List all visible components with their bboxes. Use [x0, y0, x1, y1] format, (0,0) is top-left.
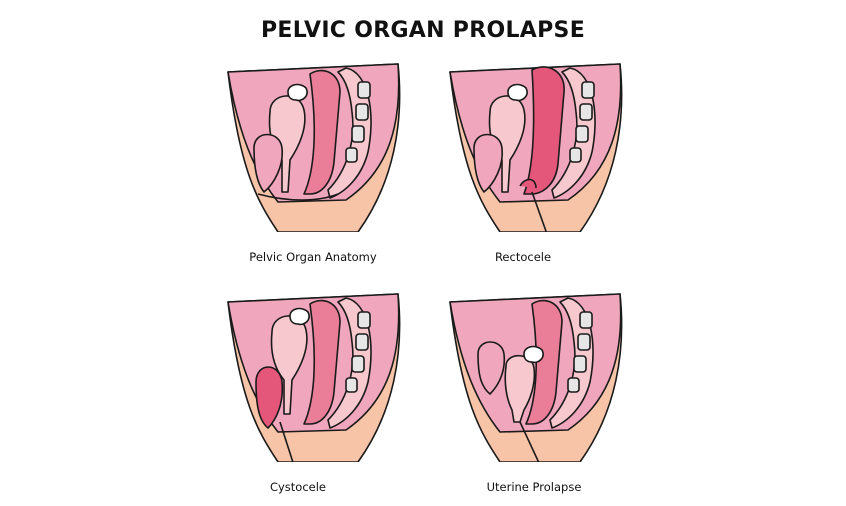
- pointer-line: [519, 421, 540, 462]
- diagram-panel-cystocele: [218, 282, 418, 462]
- uterus-prolapsed: [504, 354, 536, 423]
- vertebra-3: [573, 355, 587, 373]
- bulge: [519, 178, 537, 189]
- bladder: [473, 133, 504, 193]
- pelvic-floor-line: [257, 193, 339, 201]
- vertebra-4: [345, 377, 358, 393]
- vertebra-1: [581, 81, 595, 99]
- diagram-panel-rectocele: [440, 52, 640, 232]
- rectum-prolapsed: [523, 66, 565, 195]
- rectum: [303, 69, 341, 195]
- sacrum: [327, 297, 372, 429]
- diagram-panel-uterine-prolapse: [440, 282, 640, 462]
- bladder-prolapsed: [255, 366, 284, 429]
- pelvis-illustration: [449, 63, 623, 232]
- vertebra-1: [357, 81, 371, 99]
- vertebra-2: [577, 333, 591, 351]
- bladder: [253, 133, 284, 193]
- pelvis-illustration: [449, 293, 623, 462]
- vertebra-3: [351, 355, 365, 373]
- vertebra-3: [351, 125, 365, 143]
- sacrum: [549, 297, 594, 429]
- panel-label-normal: Pelvic Organ Anatomy: [249, 250, 377, 264]
- vertebra-2: [579, 103, 593, 121]
- vertebra-1: [579, 311, 593, 329]
- vertebra-4: [567, 377, 580, 393]
- rectum: [525, 299, 563, 425]
- vertebra-2: [355, 333, 369, 351]
- bladder: [477, 341, 506, 395]
- pelvis-illustration: [227, 63, 401, 232]
- ovary: [287, 83, 308, 102]
- diagram-panel-normal: [218, 52, 418, 232]
- vertebra-1: [357, 311, 371, 329]
- ovary: [289, 307, 310, 326]
- vertebra-3: [575, 125, 589, 143]
- uterus: [270, 315, 308, 415]
- sacrum: [551, 67, 596, 199]
- page-title: PELVIC ORGAN PROLAPSE: [260, 18, 586, 43]
- ovary: [507, 83, 528, 102]
- panel-label-cystocele: Cystocele: [269, 480, 327, 494]
- pointer-line: [279, 421, 294, 462]
- vertebra-2: [355, 103, 369, 121]
- vertebra-4: [345, 147, 358, 163]
- ovary: [523, 345, 544, 364]
- sacrum: [327, 67, 372, 199]
- panel-label-rectocele: Rectocele: [494, 250, 552, 264]
- pointer-line: [531, 191, 548, 232]
- panel-label-uterine-prolapse: Uterine Prolapse: [486, 480, 582, 494]
- vertebra-4: [569, 147, 582, 163]
- rectum: [303, 299, 341, 425]
- pelvis-illustration: [227, 293, 401, 462]
